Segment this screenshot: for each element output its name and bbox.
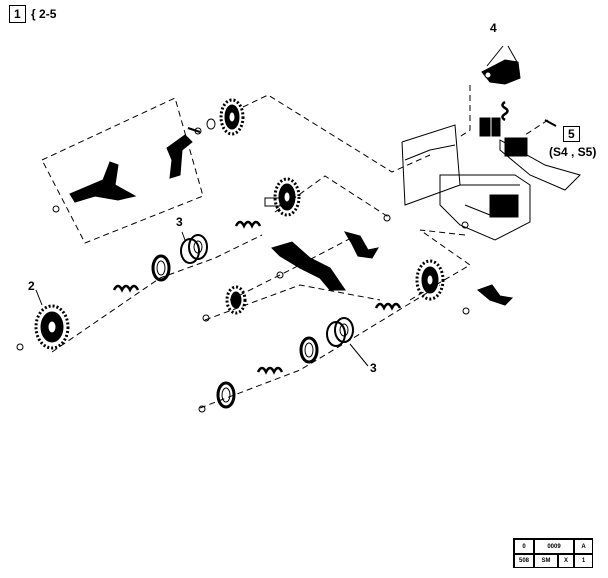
bearing-lower (216, 381, 236, 409)
bearing-middle (299, 336, 319, 364)
bushing-upper (180, 234, 208, 264)
title-block: 0 0009 A 508 SM X 1 (513, 538, 593, 568)
gear-small-center (225, 285, 247, 315)
title-block-cell: 1 (574, 554, 593, 568)
title-block-cell: 0 (514, 539, 534, 554)
callout-4: 4 (490, 21, 497, 35)
callout-3-upper: 3 (176, 215, 183, 229)
e-clips (16, 214, 470, 413)
lever-top-right (481, 45, 521, 85)
gear-top (206, 98, 245, 136)
title-block-cell: 508 (514, 554, 534, 568)
reference-box: 1 (9, 5, 26, 23)
reference-text: { 2-5 (31, 7, 57, 21)
title-block-cell: X (558, 554, 574, 568)
sensor-bracket (499, 119, 581, 191)
bushing-lower (326, 317, 354, 347)
callout-5-sensors: (S4 , S5) (549, 145, 597, 159)
frame-assembly (401, 117, 531, 241)
bearing-left (151, 254, 171, 282)
callout-5: 5 (563, 126, 580, 142)
spring-left (112, 284, 140, 293)
assembly-leader-lines (51, 85, 549, 409)
callout-3-lower: 3 (370, 361, 377, 375)
spring-top-right (501, 100, 509, 122)
callout-2: 2 (28, 279, 35, 293)
bracket-lever (52, 127, 202, 213)
actuator-lever (271, 231, 380, 291)
title-block-cell: SM (534, 554, 558, 568)
link-small-right (477, 284, 514, 306)
spring-upper (234, 220, 262, 229)
gear-large-left (34, 304, 70, 350)
spring-middle (374, 302, 402, 311)
gear-large-right (415, 259, 445, 301)
gear-shaft-upper (264, 177, 301, 217)
title-block-cell: 0009 (534, 539, 574, 554)
reference-header: 1 { 2-5 (9, 5, 57, 23)
title-block-cell: A (574, 539, 593, 554)
callout-leaders (35, 231, 369, 367)
spring-lower (256, 366, 284, 375)
